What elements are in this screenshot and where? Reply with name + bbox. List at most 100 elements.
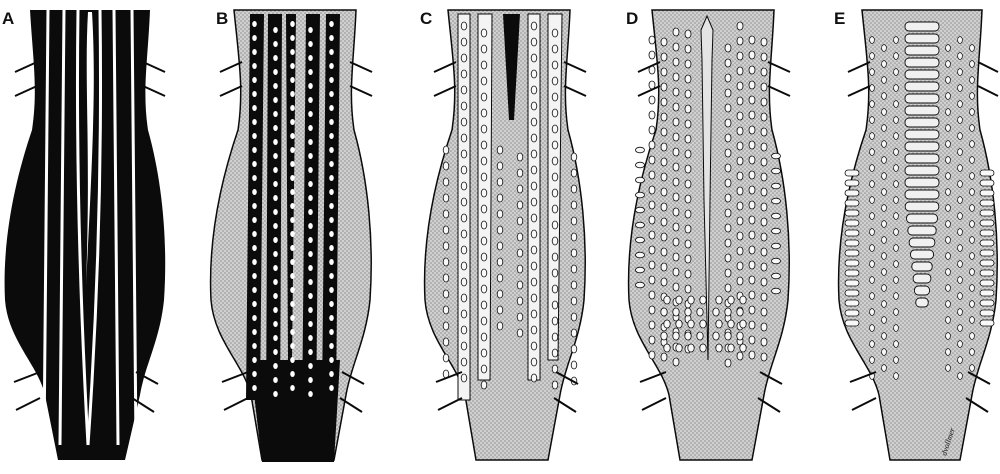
- cell-oval: [661, 53, 667, 61]
- cell-oval: [761, 233, 767, 241]
- cell-dot: [329, 175, 334, 181]
- cell-dot: [273, 293, 278, 299]
- stack-cell: [908, 226, 936, 235]
- stack-cell: [911, 250, 934, 259]
- cell-oval: [481, 317, 487, 325]
- cell-dot: [290, 203, 295, 209]
- cell-oval: [649, 126, 655, 134]
- cell-dot: [308, 363, 313, 369]
- cell-oval: [685, 225, 691, 233]
- cell-oval: [531, 118, 537, 126]
- cell-oval: [761, 323, 767, 331]
- cell-oval: [946, 173, 951, 180]
- cell-dot: [273, 279, 278, 285]
- cell-oval: [772, 258, 781, 264]
- cell-oval: [552, 93, 558, 101]
- cell-oval: [882, 317, 887, 324]
- cell-oval: [481, 45, 487, 53]
- cell-oval: [894, 117, 899, 124]
- cell-oval: [673, 268, 679, 276]
- side-bar: [980, 200, 994, 206]
- cell-oval: [713, 308, 719, 316]
- stack-cell: [905, 58, 939, 67]
- cell-oval: [958, 101, 963, 108]
- cell-oval: [958, 69, 963, 76]
- cell-oval: [749, 321, 755, 329]
- cell-oval: [958, 165, 963, 172]
- cell-oval: [531, 310, 537, 318]
- cell-oval: [749, 141, 755, 149]
- cell-oval: [685, 165, 691, 173]
- cell-dot: [252, 175, 257, 181]
- cell-dot: [273, 237, 278, 243]
- cell-oval: [685, 45, 691, 53]
- cell-oval: [571, 361, 577, 369]
- cell-oval: [517, 297, 523, 305]
- cell-oval: [685, 180, 691, 188]
- cell-dot: [252, 385, 257, 391]
- cell-oval: [636, 267, 645, 273]
- cell-oval: [461, 22, 467, 30]
- cell-oval: [552, 301, 558, 309]
- cell-oval: [552, 285, 558, 293]
- cell-oval: [517, 153, 523, 161]
- cell-oval: [894, 37, 899, 44]
- cell-dot: [290, 63, 295, 69]
- cell-oval: [958, 277, 963, 284]
- cell-oval: [461, 230, 467, 238]
- cell-oval: [443, 258, 449, 266]
- cell-dot: [329, 357, 334, 363]
- cell-dot: [329, 147, 334, 153]
- cell-dot: [252, 273, 257, 279]
- cell-oval: [958, 229, 963, 236]
- panel-label-c: C: [420, 9, 432, 28]
- cell-oval: [571, 345, 577, 353]
- cell-oval: [443, 146, 449, 154]
- cell-dot: [252, 77, 257, 83]
- cell-oval: [894, 53, 899, 60]
- cell-oval: [946, 141, 951, 148]
- cell-oval: [882, 285, 887, 292]
- cell-oval: [461, 342, 467, 350]
- stack-cell: [905, 166, 939, 175]
- cell-oval: [673, 208, 679, 216]
- cell-dot: [308, 167, 313, 173]
- cell-oval: [749, 36, 755, 44]
- cell-oval: [481, 93, 487, 101]
- cell-oval: [970, 93, 975, 100]
- cell-oval: [661, 68, 667, 76]
- cell-oval: [894, 325, 899, 332]
- cell-oval: [531, 150, 537, 158]
- cell-dot: [308, 391, 313, 397]
- cell-oval: [749, 171, 755, 179]
- cell-oval: [571, 329, 577, 337]
- cell-oval: [970, 349, 975, 356]
- cell-oval: [761, 278, 767, 286]
- cell-oval: [772, 183, 781, 189]
- cell-oval: [481, 285, 487, 293]
- cell-oval: [946, 109, 951, 116]
- cell-oval: [761, 203, 767, 211]
- cell-oval: [688, 320, 694, 328]
- side-bar: [845, 230, 859, 236]
- cell-oval: [958, 117, 963, 124]
- cell-dot: [273, 181, 278, 187]
- cell-oval: [946, 317, 951, 324]
- cell-dot: [273, 139, 278, 145]
- cell-oval: [664, 296, 670, 304]
- cell-oval: [481, 157, 487, 165]
- cell-oval: [749, 156, 755, 164]
- cell-dot: [290, 371, 295, 377]
- cell-oval: [661, 278, 667, 286]
- cell-oval: [443, 290, 449, 298]
- cell-oval: [497, 210, 503, 218]
- side-bar: [845, 250, 859, 256]
- cell-oval: [946, 157, 951, 164]
- cell-dot: [252, 133, 257, 139]
- side-bar: [845, 170, 859, 176]
- cell-oval: [531, 374, 537, 382]
- cell-oval: [958, 85, 963, 92]
- cell-dot: [329, 119, 334, 125]
- cell-oval: [946, 365, 951, 372]
- cell-oval: [649, 156, 655, 164]
